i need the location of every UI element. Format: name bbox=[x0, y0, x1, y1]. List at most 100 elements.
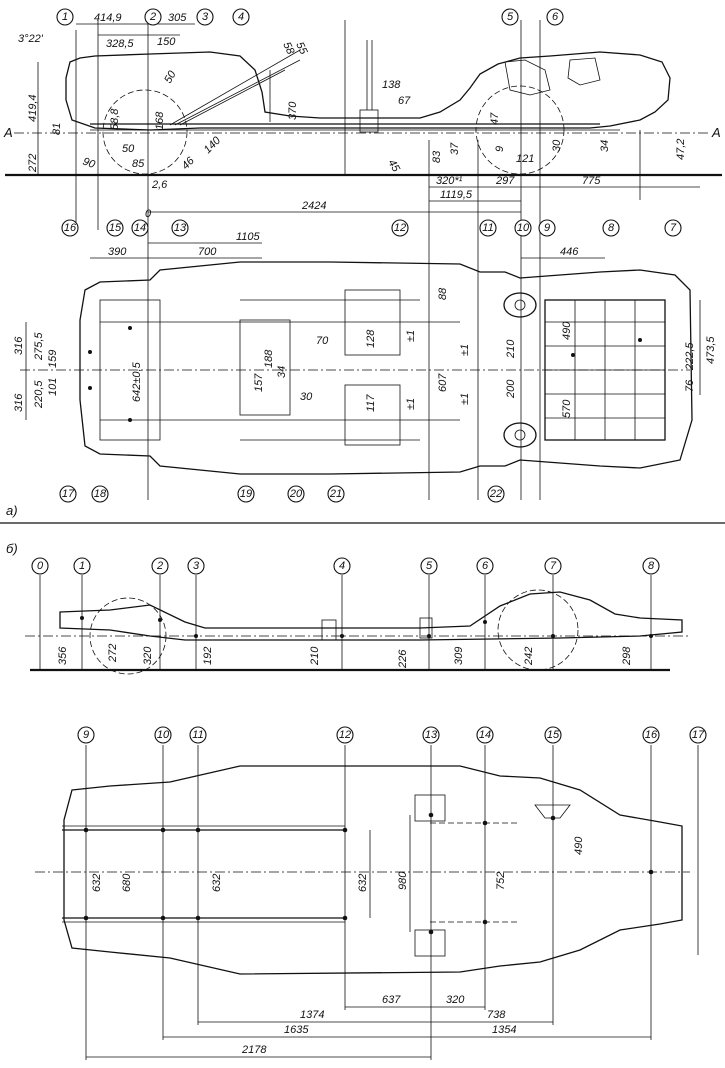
point-15 bbox=[128, 326, 132, 330]
dim-159: 159 bbox=[47, 350, 59, 368]
dim-414: 414,9 bbox=[94, 12, 122, 24]
svg-text:8: 8 bbox=[608, 222, 615, 234]
underbody-side-outline bbox=[59, 591, 683, 641]
svg-text:17: 17 bbox=[62, 488, 75, 500]
mid-bracket-b bbox=[321, 619, 337, 641]
dim-34: 34 bbox=[599, 140, 611, 152]
svg-text:0: 0 bbox=[37, 560, 44, 572]
front-wheel-arc-b bbox=[89, 597, 167, 675]
ray-1 bbox=[169, 49, 301, 126]
callout-b16: 16 bbox=[642, 726, 660, 744]
dim-168: 168 bbox=[154, 111, 166, 130]
callout-p15: 15 bbox=[106, 219, 124, 237]
dim-700: 700 bbox=[198, 246, 217, 258]
svg-text:7: 7 bbox=[670, 222, 677, 234]
dim-pb-320: 320 bbox=[446, 994, 465, 1006]
svg-text:2: 2 bbox=[149, 11, 156, 23]
dim-272: 272 bbox=[27, 154, 39, 173]
dim-pb-1374: 1374 bbox=[300, 1009, 324, 1021]
plan-view-a: 1105 390 700 446 316 316 275,5 159 220,5… bbox=[0, 231, 725, 524]
dim-370: 370 bbox=[287, 101, 299, 120]
svg-text:13: 13 bbox=[174, 222, 187, 234]
dim-b-356: 356 bbox=[57, 646, 69, 665]
callout-a6: 6 bbox=[546, 8, 564, 26]
strut-tower-upper bbox=[503, 292, 537, 318]
svg-text:10: 10 bbox=[157, 729, 170, 741]
dim-642: 642±0,5 bbox=[131, 361, 143, 402]
pt-p11b bbox=[195, 915, 201, 921]
ray-3 bbox=[179, 69, 286, 126]
dim-328: 328,5 bbox=[106, 38, 134, 50]
callout-b9: 9 bbox=[77, 726, 95, 744]
pt-p16 bbox=[648, 869, 654, 875]
dim-157: 157 bbox=[253, 373, 265, 392]
rear-strut-block bbox=[504, 59, 551, 96]
callout-b10: 10 bbox=[154, 726, 172, 744]
dim-210: 210 bbox=[505, 339, 517, 359]
callout-b1: 1 bbox=[73, 557, 91, 575]
dim-pm1c: ±1 bbox=[459, 344, 471, 356]
section-a-label: а) bbox=[6, 503, 18, 518]
dim-140: 140 bbox=[202, 134, 224, 156]
svg-text:4: 4 bbox=[339, 560, 345, 572]
dim-b-320: 320 bbox=[142, 646, 154, 665]
strut-hole-upper bbox=[514, 299, 526, 311]
axis-a-label-left: A bbox=[3, 125, 13, 140]
callout-p18: 18 bbox=[91, 485, 109, 503]
dim-67: 67 bbox=[398, 95, 411, 107]
callouts-side-b: 0 1 2 3 4 5 6 7 8 bbox=[31, 557, 660, 575]
strut-tower-lower bbox=[503, 422, 537, 448]
dim-b-226: 226 bbox=[397, 649, 409, 669]
pt-p13b bbox=[428, 929, 434, 935]
zero-mark: 0 bbox=[145, 208, 152, 220]
dim-58: 58 bbox=[280, 40, 296, 57]
front-wheel-arc bbox=[102, 89, 188, 175]
axis-a-label-right: A bbox=[711, 125, 721, 140]
dim-320: 320*¹ bbox=[436, 175, 463, 187]
svg-text:9: 9 bbox=[83, 729, 89, 741]
svg-text:22: 22 bbox=[489, 488, 502, 500]
dim-570: 570 bbox=[561, 399, 573, 418]
dim-pb-1635: 1635 bbox=[284, 1024, 309, 1036]
floor-plan-outline bbox=[79, 261, 693, 475]
dim-85: 85 bbox=[132, 158, 145, 170]
callout-p9: 9 bbox=[538, 219, 556, 237]
svg-text:20: 20 bbox=[289, 488, 303, 500]
underbody-plan-outline bbox=[63, 765, 683, 975]
pt-p10a bbox=[160, 827, 166, 833]
section-b-label: б) bbox=[6, 541, 18, 556]
dim-2-6: 2,6 bbox=[151, 179, 168, 191]
dim-316a: 316 bbox=[13, 336, 25, 355]
pt-p10b bbox=[160, 915, 166, 921]
callout-p12: 12 bbox=[391, 219, 409, 237]
svg-text:17: 17 bbox=[692, 729, 705, 741]
dim-88: 88 bbox=[437, 287, 449, 300]
callout-b12: 12 bbox=[336, 726, 354, 744]
svg-text:5: 5 bbox=[426, 560, 433, 572]
dim-188: 188 bbox=[263, 349, 275, 368]
pt-p12a bbox=[342, 827, 348, 833]
svg-text:11: 11 bbox=[192, 729, 203, 741]
dim-pb-490: 490 bbox=[573, 836, 585, 855]
pt-b1 bbox=[80, 616, 84, 620]
dim-607: 607 bbox=[437, 373, 449, 392]
point-17 bbox=[88, 386, 92, 390]
rear-bracket bbox=[534, 804, 571, 819]
callout-b6: 6 bbox=[476, 557, 494, 575]
dim-473: 473,5 bbox=[705, 336, 717, 364]
dim-b-192: 192 bbox=[202, 647, 214, 665]
dim-46: 46 bbox=[180, 154, 198, 172]
dim-1119: 1119,5 bbox=[440, 189, 473, 201]
dim-200: 200 bbox=[505, 379, 517, 399]
callout-p16: 16 bbox=[61, 219, 79, 237]
dim-30: 30 bbox=[300, 391, 313, 403]
svg-text:12: 12 bbox=[339, 729, 351, 741]
dim-pb-980: 980 bbox=[397, 871, 409, 890]
mid-bracket-b2 bbox=[419, 617, 433, 639]
svg-text:5: 5 bbox=[507, 11, 514, 23]
svg-text:15: 15 bbox=[109, 222, 122, 234]
callout-p19: 19 bbox=[237, 485, 255, 503]
dim-70: 70 bbox=[316, 335, 329, 347]
dim-55: 55 bbox=[293, 40, 309, 57]
dim-pb-752: 752 bbox=[495, 872, 507, 890]
